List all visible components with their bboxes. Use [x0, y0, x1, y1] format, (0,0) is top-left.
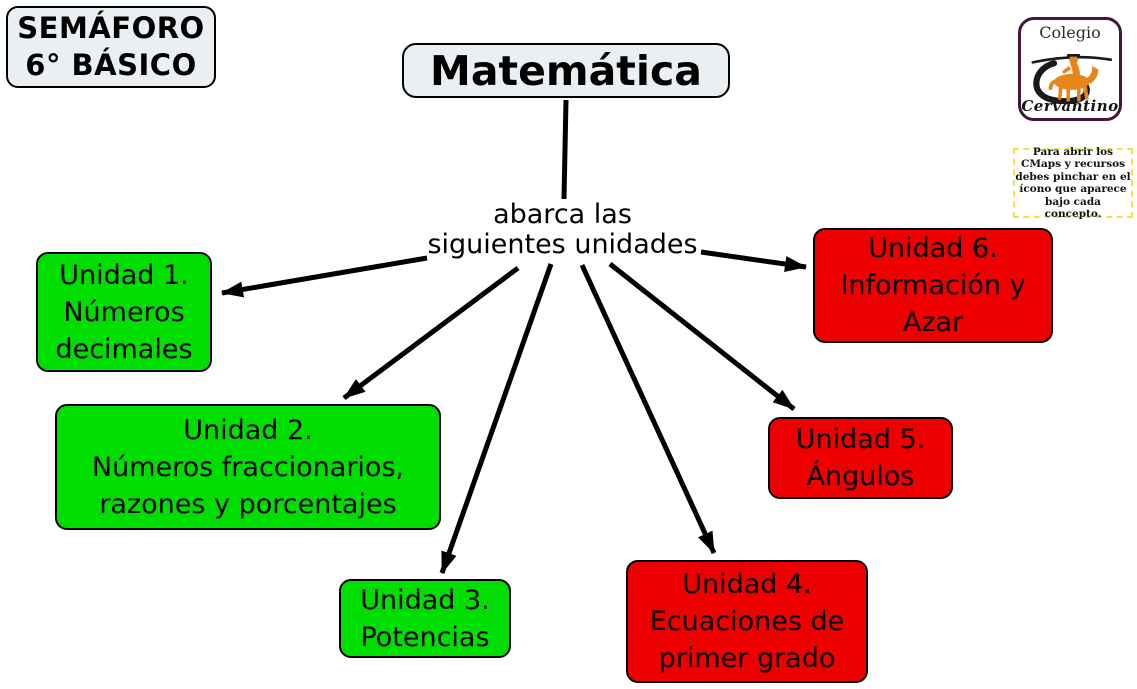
note-line: Para abrir los — [1032, 145, 1114, 158]
linking-phrase[interactable]: abarca las siguientes unidades — [415, 200, 710, 260]
concept-unidad-3[interactable]: Unidad 3. Potencias — [339, 579, 511, 658]
header-badge: SEMÁFORO 6° BÁSICO — [6, 6, 216, 88]
concept-matematica[interactable]: Matemática — [402, 43, 730, 98]
unit-label: Azar — [902, 307, 964, 338]
unit-label: Números — [63, 296, 185, 328]
unit-label: Unidad 2. — [183, 414, 313, 446]
note-line: bajo cada concepto. — [1044, 195, 1102, 221]
page-title: Matemática — [430, 46, 702, 95]
concept-unidad-2[interactable]: Unidad 2. Números fraccionarios, razones… — [55, 404, 441, 530]
arrow-to-unidad-4 — [579, 263, 717, 555]
unit-label: Información y — [840, 270, 1026, 301]
concept-unidad-4[interactable]: Unidad 4. Ecuaciones de primer grado — [626, 560, 868, 683]
arrow-to-unidad-3 — [439, 263, 554, 574]
unit-label: Potencias — [360, 621, 490, 653]
arrow-to-unidad-5 — [608, 262, 796, 411]
concept-unidad-6[interactable]: Unidad 6. Información y Azar — [813, 228, 1053, 343]
unit-label: Ecuaciones de — [649, 606, 845, 637]
unit-label: Unidad 4. — [682, 569, 812, 600]
unit-label: Números fraccionarios, — [91, 451, 405, 483]
unit-label: Unidad 5. — [795, 424, 926, 455]
quixote-horse-icon — [1031, 53, 1113, 104]
note-line: debes pinchar en el — [1015, 170, 1131, 183]
arrow-to-unidad-1 — [221, 255, 428, 298]
arrow-to-unidad-2 — [342, 265, 520, 401]
logo-text-cervantino: Cervantino — [1021, 97, 1119, 115]
linking-phrase-line-1: abarca las — [493, 199, 632, 230]
unit-label: primer grado — [658, 643, 836, 674]
unit-label: razones y porcentajes — [99, 488, 397, 520]
unit-label: Unidad 1. — [59, 259, 189, 291]
logo-text-colegio: Colegio — [1039, 23, 1101, 42]
note-line: CMaps y recursos — [1020, 158, 1126, 170]
unit-label: Unidad 3. — [360, 584, 490, 616]
unit-label: Ángulos — [806, 461, 915, 492]
concept-unidad-5[interactable]: Unidad 5. Ángulos — [768, 417, 953, 499]
header-line-2: 6° BÁSICO — [25, 48, 197, 82]
link-title-to-phrase — [561, 99, 569, 200]
concept-unidad-1[interactable]: Unidad 1. Números decimales — [36, 252, 212, 372]
linking-phrase-line-2: siguientes unidades — [427, 229, 698, 260]
note-line: ícono que aparece — [1019, 183, 1127, 195]
instructions-note: Para abrir los CMaps y recursos debes pi… — [1013, 145, 1133, 221]
header-line-1: SEMÁFORO — [17, 11, 205, 45]
arrow-to-unidad-6 — [700, 249, 807, 272]
school-logo: Colegio Cervantino — [1018, 17, 1122, 121]
unit-label: decimales — [55, 333, 193, 365]
unit-label: Unidad 6. — [868, 233, 998, 264]
